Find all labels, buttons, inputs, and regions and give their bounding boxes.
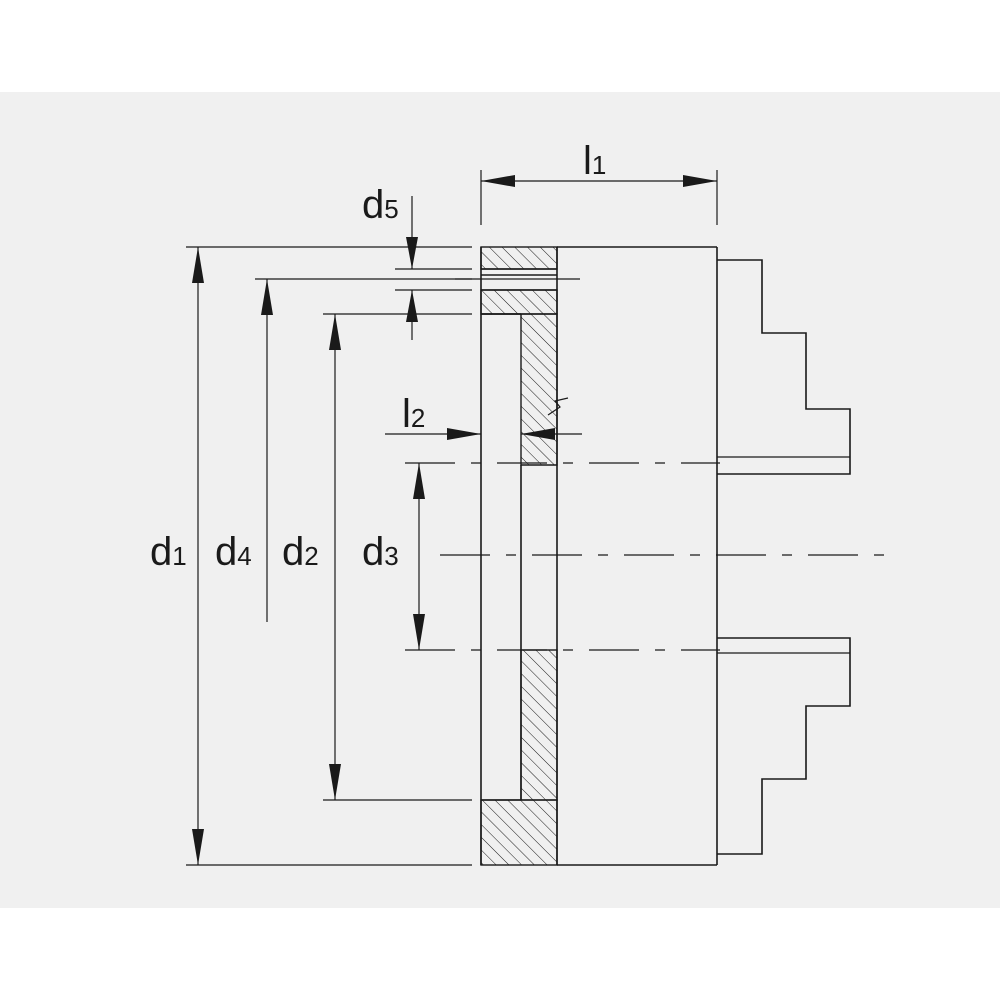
arrowhead [192, 247, 204, 283]
arrowhead [329, 764, 341, 800]
dimension-d3 [413, 463, 425, 650]
arrowhead [447, 428, 481, 440]
dimension-d4 [261, 279, 273, 622]
dimension-l2 [385, 428, 582, 440]
arrowhead [413, 463, 425, 499]
arrowhead [329, 314, 341, 350]
dimension-d2 [329, 314, 341, 800]
lower-body-section [520, 649, 558, 801]
arrowhead [406, 290, 418, 322]
drawing-panel: d1 d4 d2 d3 d5 l1 l2 [0, 92, 1000, 908]
label-d4: d4 [215, 530, 252, 574]
arrowhead [413, 614, 425, 650]
label-d1: d1 [150, 530, 187, 574]
arrowhead [683, 175, 717, 187]
dimension-d1 [192, 247, 204, 865]
bottom-rim-section [480, 799, 558, 866]
arrowhead [261, 279, 273, 315]
label-d2: d2 [282, 530, 319, 574]
dimension-d5 [406, 196, 418, 340]
arrowhead [192, 829, 204, 865]
label-d3: d3 [362, 530, 399, 574]
arrowhead [406, 237, 418, 269]
arrowhead [521, 428, 555, 440]
upper-body-section [481, 313, 558, 466]
upper-rim-section [480, 289, 558, 315]
center-lines [405, 462, 900, 651]
label-l1: l1 [583, 139, 606, 183]
back-plate [480, 246, 569, 866]
arrowhead [481, 175, 515, 187]
dimension-l1 [481, 175, 717, 187]
chuck-body [556, 246, 718, 866]
label-l2: l2 [402, 392, 425, 436]
top-rim-section [480, 246, 558, 270]
upper-jaw [717, 259, 851, 475]
extension-lines [186, 170, 718, 866]
label-d5: d5 [362, 183, 399, 227]
lower-jaw [717, 637, 851, 855]
chuck-technical-drawing: d1 d4 d2 d3 d5 l1 l2 [150, 139, 900, 866]
